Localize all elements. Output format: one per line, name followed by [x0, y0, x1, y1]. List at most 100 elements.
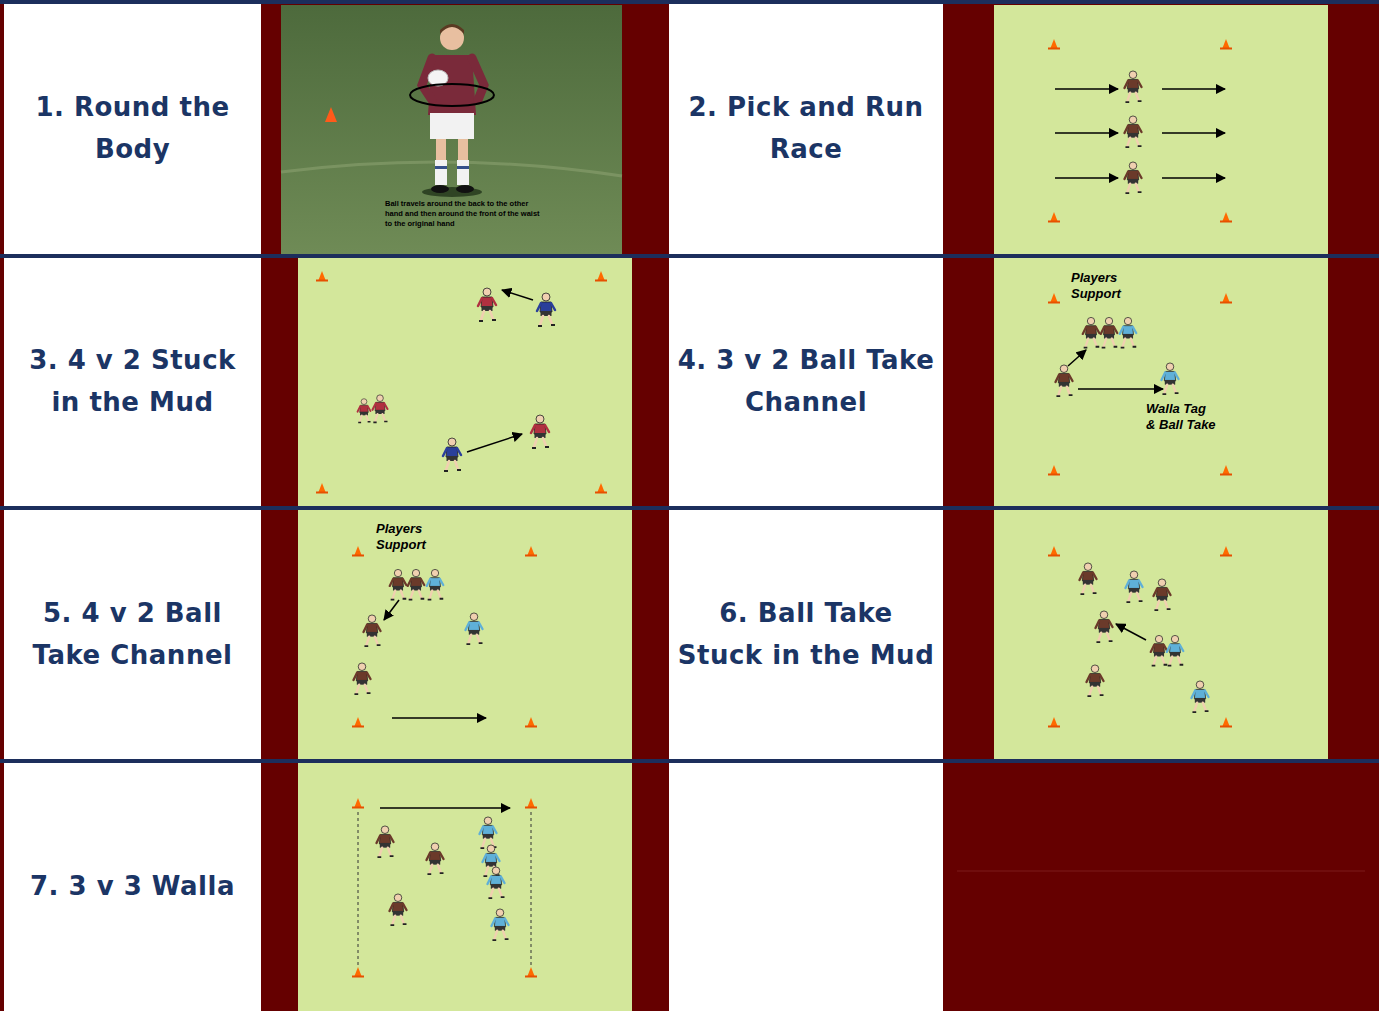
player	[478, 288, 496, 321]
drill-title: 7. 3 v 3 Walla	[30, 866, 235, 908]
pass-arrow	[1068, 350, 1086, 366]
player	[488, 867, 505, 898]
cone	[352, 798, 364, 809]
player	[1125, 162, 1142, 193]
cone	[1220, 39, 1232, 50]
player	[480, 817, 497, 848]
drill-title-cell: 4. 3 v 2 Ball Take Channel	[669, 258, 943, 506]
player-down	[358, 399, 371, 423]
run-arrow	[1162, 177, 1225, 179]
panel-3v3-walla	[298, 763, 632, 1011]
player	[427, 843, 444, 874]
run-arrow	[1055, 88, 1118, 90]
grass	[281, 5, 622, 254]
player	[537, 293, 555, 326]
player	[531, 415, 549, 448]
diagram-note: Walla Tag & Ball Take	[1146, 401, 1216, 433]
cone	[1048, 717, 1060, 728]
sock-stripe	[435, 166, 447, 169]
attack-arrow	[380, 807, 510, 809]
panel-4v2-channel	[298, 510, 632, 759]
player	[1151, 635, 1168, 665]
run-arrow	[1055, 177, 1118, 179]
player	[408, 569, 425, 599]
player	[1101, 317, 1118, 347]
panel-ball-take-mud	[994, 510, 1328, 759]
drill-title-cell: 2. Pick and Run Race	[669, 4, 943, 254]
field	[994, 5, 1328, 254]
cone	[1048, 293, 1060, 304]
run-arrow	[1078, 388, 1163, 390]
sock-stripe	[457, 166, 469, 169]
player	[390, 569, 407, 599]
drill-title-cell: 6. Ball Take Stuck in the Mud	[669, 510, 943, 759]
field	[994, 258, 1328, 506]
empty-cell	[669, 763, 943, 1011]
shoe	[456, 185, 474, 193]
drill-title: 6. Ball Take Stuck in the Mud	[677, 593, 935, 676]
player	[1083, 317, 1100, 347]
drill-title-cell: 5. 4 v 2 Ball Take Channel	[4, 510, 261, 759]
cone	[316, 483, 328, 494]
drill-title: 1. Round the Body	[12, 87, 253, 170]
cone	[1220, 546, 1232, 557]
field	[298, 258, 632, 506]
player	[1087, 665, 1104, 696]
player	[466, 613, 483, 644]
pass-arrow	[1116, 624, 1146, 640]
player	[1192, 681, 1209, 712]
diagram-note: Players Support	[1071, 270, 1141, 302]
player	[354, 663, 371, 694]
cone	[525, 798, 537, 809]
player	[492, 909, 509, 940]
player	[1080, 563, 1097, 594]
drill-title-cell: 1. Round the Body	[4, 4, 261, 254]
cone	[1220, 212, 1232, 223]
cone	[325, 107, 337, 122]
cone	[1220, 465, 1232, 476]
cone	[316, 271, 328, 282]
cone	[352, 967, 364, 978]
cone	[352, 546, 364, 557]
pass-arrow	[384, 600, 399, 620]
player	[390, 894, 407, 925]
cone	[1048, 39, 1060, 50]
hair	[440, 24, 464, 34]
path-ring	[410, 84, 494, 106]
chase-arrow	[502, 290, 533, 300]
arm	[472, 58, 484, 100]
try-line	[358, 812, 359, 966]
try-line	[531, 812, 532, 966]
field	[994, 510, 1328, 759]
drill-title: 4. 3 v 2 Ball Take Channel	[677, 340, 935, 423]
sock	[435, 160, 447, 185]
cone	[595, 271, 607, 282]
drill-title: 2. Pick and Run Race	[677, 87, 935, 170]
photo-round-the-body	[281, 5, 622, 254]
run-arrow	[392, 717, 486, 719]
cone	[525, 546, 537, 557]
faint-rule	[957, 871, 1365, 872]
diagram-note: Players Support	[376, 521, 446, 553]
cone	[1220, 717, 1232, 728]
run-arrow	[1162, 88, 1225, 90]
drill-title-cell: 7. 3 v 3 Walla	[4, 763, 261, 1011]
photo-caption: Ball travels around the back to the othe…	[385, 199, 543, 229]
player	[1096, 611, 1113, 642]
shoe	[431, 185, 449, 193]
cone	[1048, 546, 1060, 557]
player	[1167, 635, 1184, 665]
field	[298, 510, 632, 759]
sock	[457, 160, 469, 185]
run-arrow	[1055, 132, 1118, 134]
player	[1162, 363, 1179, 394]
cone	[1048, 465, 1060, 476]
cone	[525, 717, 537, 728]
field-line	[281, 162, 622, 176]
cone	[525, 967, 537, 978]
player	[1120, 317, 1137, 347]
cone	[595, 483, 607, 494]
player	[1126, 571, 1143, 602]
player	[443, 438, 461, 471]
